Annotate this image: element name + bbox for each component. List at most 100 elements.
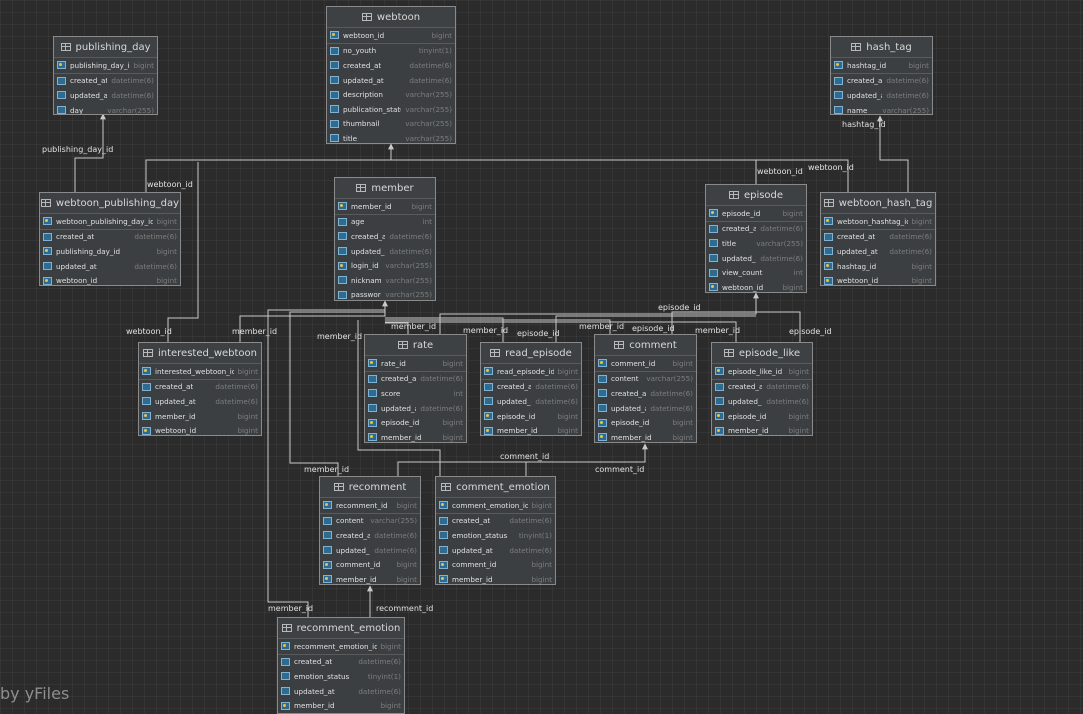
table-header[interactable]: rate (365, 335, 466, 356)
table-header[interactable]: interested_webtoon (139, 343, 261, 364)
table-header[interactable]: hash_tag (831, 37, 932, 58)
table-member[interactable]: membermember_idbigintageintcreated_atdat… (334, 177, 436, 301)
column-row[interactable]: passwordvarchar(255) (335, 288, 435, 300)
column-row[interactable]: nicknamevarchar(255) (335, 273, 435, 288)
table-episode[interactable]: episodeepisode_idbigintcreated_atdatetim… (705, 184, 807, 293)
table-header[interactable]: webtoon_publishing_day (40, 193, 180, 214)
table-header[interactable]: recomment_emotion (278, 618, 404, 639)
table-header[interactable]: read_episode (481, 343, 581, 364)
table-header[interactable]: webtoon_hash_tag (821, 193, 935, 214)
table-header[interactable]: comment_emotion (436, 477, 555, 498)
column-row[interactable]: publication_statusvarchar(255) (327, 102, 455, 117)
table-header[interactable]: publishing_day (54, 37, 157, 58)
table-header[interactable]: webtoon (327, 7, 455, 28)
table-header[interactable]: comment (595, 335, 696, 356)
table-header[interactable]: episode_like (712, 343, 812, 364)
